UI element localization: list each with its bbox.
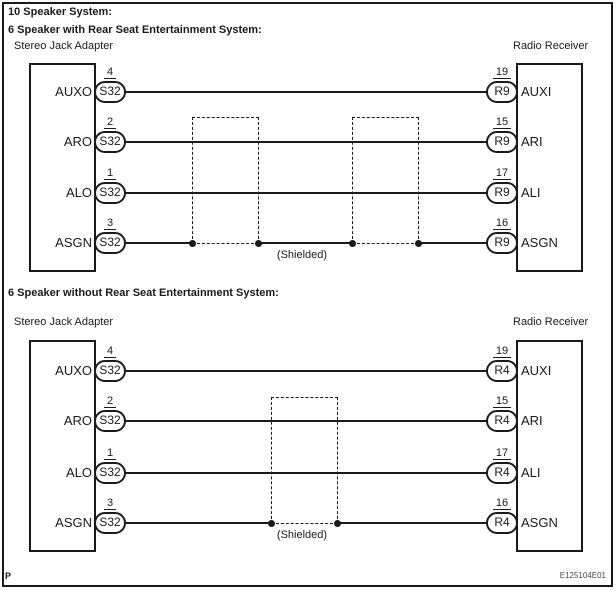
- wire-aro-ari: [124, 141, 488, 143]
- connector-oval: R4: [486, 462, 518, 484]
- connector-oval: R9: [486, 182, 518, 204]
- wire-asgn-segment: [418, 242, 488, 244]
- wire-alo-ali: [124, 472, 488, 474]
- wire-asgn-segment: [124, 522, 271, 524]
- connector-oval: R9: [486, 131, 518, 153]
- pin-label: ASGN: [521, 515, 558, 530]
- diagram1-radio-receiver-box: [516, 63, 583, 272]
- wire-asgn-segment: [337, 522, 488, 524]
- terminal-number: 16: [486, 217, 518, 230]
- pin-label: ARO: [63, 413, 92, 428]
- diagram1-title: 6 Speaker with Rear Seat Entertainment S…: [8, 24, 262, 36]
- terminal-number: 19: [486, 345, 518, 358]
- pin-label: AUXO: [55, 363, 92, 378]
- connector-oval: S32: [94, 182, 126, 204]
- terminal-number: 19: [486, 66, 518, 79]
- terminal-number: 17: [486, 447, 518, 460]
- figure-code: E125104E01: [559, 571, 606, 580]
- terminal-number: 3: [94, 217, 126, 230]
- wire-asgn-segment: [258, 242, 352, 244]
- connector-oval: S32: [94, 131, 126, 153]
- wire-alo-ali: [124, 192, 488, 194]
- diagram2-radio-receiver-box: [516, 340, 583, 552]
- pin-label: ARI: [521, 134, 543, 149]
- diagram1-right-component-label: Radio Receiver: [513, 40, 589, 52]
- shield-junction-dot: [349, 240, 356, 247]
- pin-label: AUXI: [521, 84, 552, 99]
- wire-auxo-auxi: [124, 370, 488, 372]
- pin-label: AUXI: [521, 363, 552, 378]
- pin-label: AUXO: [55, 84, 92, 99]
- shield-junction-dot: [334, 520, 341, 527]
- connector-oval: S32: [94, 512, 126, 534]
- wire-asgn-segment: [124, 242, 192, 244]
- pin-label: ALO: [65, 185, 92, 200]
- terminal-number: 15: [486, 395, 518, 408]
- shield-junction-dot: [415, 240, 422, 247]
- shield-box: [271, 397, 338, 524]
- terminal-number: 16: [486, 497, 518, 510]
- terminal-number: 2: [94, 116, 126, 129]
- connector-oval: S32: [94, 360, 126, 382]
- terminal-number: 3: [94, 497, 126, 510]
- pin-label: ASGN: [55, 515, 92, 530]
- pin-label: ASGN: [521, 235, 558, 250]
- connector-oval: R9: [486, 232, 518, 254]
- connector-oval: R4: [486, 512, 518, 534]
- shield-box: [192, 117, 259, 244]
- diagram1-stereo-jack-adapter-box: [29, 63, 96, 272]
- diagram1-left-component-label: Stereo Jack Adapter: [14, 40, 114, 52]
- shield-junction-dot: [255, 240, 262, 247]
- diagram2-left-component-label: Stereo Jack Adapter: [14, 316, 114, 328]
- shield-junction-dot: [189, 240, 196, 247]
- connector-oval: S32: [94, 410, 126, 432]
- shield-box: [352, 117, 419, 244]
- terminal-number: 1: [94, 167, 126, 180]
- pin-label: ALO: [65, 465, 92, 480]
- terminal-number: 2: [94, 395, 126, 408]
- diagram2-title: 6 Speaker without Rear Seat Entertainmen…: [8, 287, 279, 299]
- pin-label: ALI: [521, 465, 541, 480]
- connector-oval: S32: [94, 462, 126, 484]
- shielded-label: (Shielded): [276, 529, 328, 541]
- wire-aro-ari: [124, 420, 488, 422]
- wire-auxo-auxi: [124, 91, 488, 93]
- shield-junction-dot: [268, 520, 275, 527]
- shielded-label: (Shielded): [276, 249, 328, 261]
- pin-label: ALI: [521, 185, 541, 200]
- diagram2-right-component-label: Radio Receiver: [513, 316, 589, 328]
- terminal-number: 1: [94, 447, 126, 460]
- pin-label: ARO: [63, 134, 92, 149]
- pin-label: ASGN: [55, 235, 92, 250]
- connector-oval: S32: [94, 232, 126, 254]
- connector-oval: R9: [486, 81, 518, 103]
- diagram2-stereo-jack-adapter-box: [29, 340, 96, 552]
- page-marker: P: [5, 571, 12, 581]
- pin-label: ARI: [521, 413, 543, 428]
- connector-oval: S32: [94, 81, 126, 103]
- terminal-number: 4: [94, 66, 126, 79]
- connector-oval: R4: [486, 410, 518, 432]
- section-title: 10 Speaker System:: [8, 6, 112, 18]
- terminal-number: 4: [94, 345, 126, 358]
- connector-oval: R4: [486, 360, 518, 382]
- terminal-number: 17: [486, 167, 518, 180]
- terminal-number: 15: [486, 116, 518, 129]
